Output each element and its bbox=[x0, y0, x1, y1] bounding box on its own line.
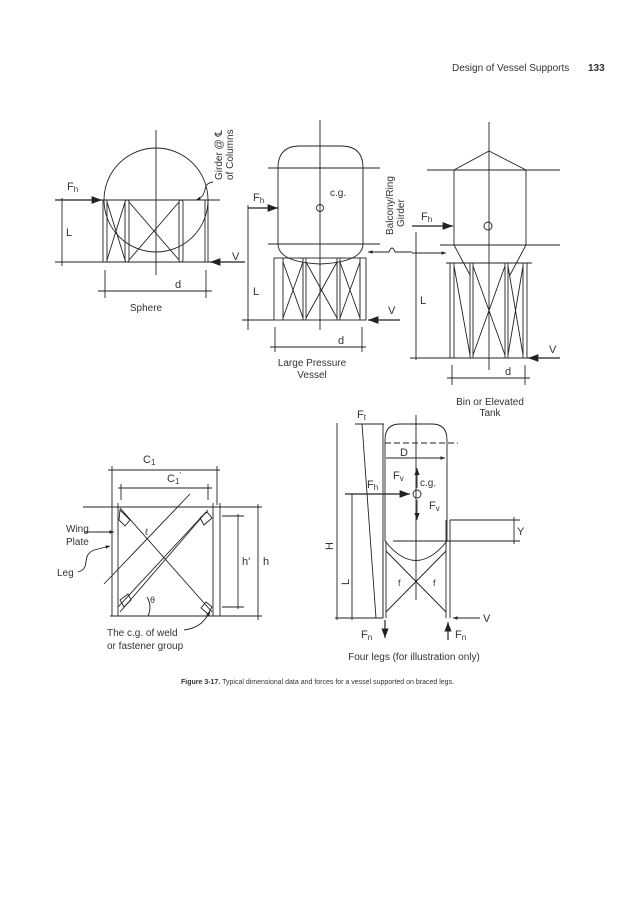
four-legs-diagram bbox=[335, 415, 520, 640]
c1-label: C1 bbox=[143, 454, 156, 467]
four-legs-caption: Four legs (for illustration only) bbox=[348, 652, 480, 663]
f-right-label: f bbox=[433, 578, 436, 588]
pv-caption-2: Vessel bbox=[297, 370, 326, 381]
f-left-label: f bbox=[398, 578, 401, 588]
pv-V-label: V bbox=[388, 305, 396, 317]
sphere-caption: Sphere bbox=[130, 303, 163, 314]
pv-d-label: d bbox=[338, 335, 344, 347]
sphere-d-label: d bbox=[175, 279, 181, 291]
girder-label-2: of Columns bbox=[225, 129, 236, 180]
fn-right-label: Fn bbox=[455, 629, 466, 642]
cg-weld-label-1: The c.g. of weld bbox=[107, 628, 178, 639]
figure-number: Figure 3-17. bbox=[180, 679, 221, 686]
bin-caption-2: Tank bbox=[479, 408, 501, 419]
cg-weld-label-2: or fastener group bbox=[107, 641, 184, 652]
page-number: 133 bbox=[588, 63, 605, 74]
running-title: Design of Vessel Supports bbox=[452, 63, 570, 74]
bin-V-label: V bbox=[549, 344, 557, 356]
pv-L-label: L bbox=[253, 286, 259, 298]
leg-label: Leg bbox=[57, 568, 74, 579]
bin-fh-label: Fh bbox=[421, 211, 432, 224]
pv-cg-label: c.g. bbox=[330, 188, 346, 199]
sphere-fh-label: Fh bbox=[67, 181, 78, 194]
fv-down-label: Fv bbox=[429, 500, 440, 513]
Y-label: Y bbox=[517, 526, 525, 538]
D-label: D bbox=[400, 447, 408, 459]
sphere-V-label: V bbox=[232, 251, 240, 263]
fn-left-label: Fn bbox=[361, 629, 372, 642]
bracing-detail-diagram bbox=[77, 466, 262, 631]
girder-label-1: Girder @ ℄ bbox=[214, 130, 225, 180]
pv-fh-label: Fh bbox=[253, 192, 264, 205]
ell-label: ℓ bbox=[145, 527, 149, 537]
theta-label: θ bbox=[150, 595, 155, 605]
h-label: h bbox=[263, 556, 269, 568]
h-prime-label: h' bbox=[242, 556, 250, 568]
wing-plate-label-2: Plate bbox=[66, 537, 89, 548]
pv-caption-1: Large Pressure bbox=[278, 358, 347, 369]
bin-L-label: L bbox=[420, 295, 426, 307]
pressure-vessel-diagram bbox=[242, 120, 412, 352]
L4-label: L bbox=[340, 579, 352, 585]
fh4-label: Fh bbox=[367, 479, 378, 492]
ft-label: Ft bbox=[357, 409, 367, 422]
H-label: H bbox=[324, 542, 336, 550]
balcony-label-1: Balcony/Ring bbox=[385, 176, 396, 235]
V4-label: V bbox=[483, 613, 491, 625]
bin-caption-1: Bin or Elevated bbox=[456, 397, 524, 408]
figure-caption-text: Typical dimensional data and forces for … bbox=[220, 679, 455, 686]
figure-caption: Figure 3-17. Typical dimensional data an… bbox=[0, 679, 635, 686]
sphere-L-label: L bbox=[66, 227, 72, 239]
fv-up-label: Fv bbox=[393, 470, 404, 483]
bin-d-label: d bbox=[505, 366, 511, 378]
wing-plate-label-1: Wing bbox=[66, 524, 89, 535]
c1-prime-label: C1' bbox=[167, 471, 181, 486]
cg4-label: c.g. bbox=[420, 478, 436, 489]
sphere-diagram bbox=[55, 130, 245, 298]
bin-diagram bbox=[410, 122, 560, 385]
balcony-label-2: Girder bbox=[396, 199, 407, 227]
